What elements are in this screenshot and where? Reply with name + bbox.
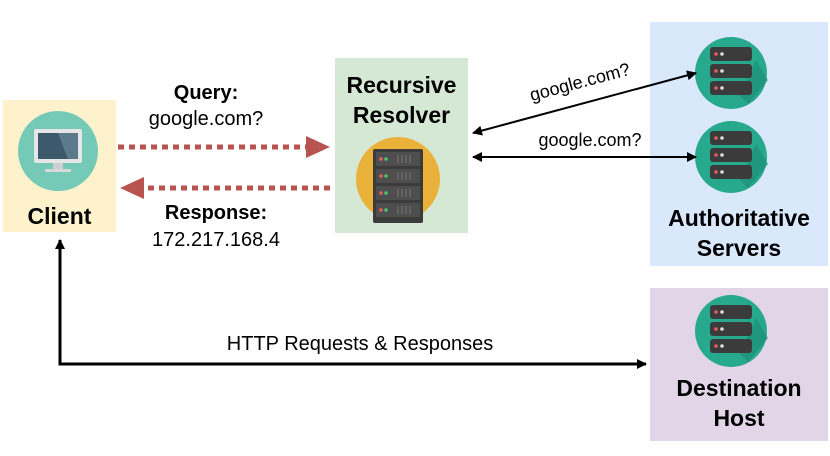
monitor-icon xyxy=(18,111,98,191)
http-arrow xyxy=(55,239,647,369)
query-value: google.com? xyxy=(148,108,264,130)
resolver-query-arrow-upper xyxy=(472,70,697,136)
response-label: Response: xyxy=(164,202,268,224)
authoritative-title-line2: Servers xyxy=(696,235,782,261)
destination-server-icon xyxy=(695,295,768,367)
resolver-title-line1: Recursive xyxy=(346,72,457,98)
resolver-query-lower-label: google.com? xyxy=(538,130,642,150)
authoritative-server-icon xyxy=(695,37,768,109)
authoritative-server-icon xyxy=(695,121,768,193)
http-label: HTTP Requests & Responses xyxy=(226,333,494,355)
resolver-server-icon xyxy=(356,137,440,223)
response-value: 172.217.168.4 xyxy=(152,229,280,251)
destination-title-line1: Destination xyxy=(676,375,802,401)
client-label: Client xyxy=(27,203,92,229)
response-arrow xyxy=(120,177,330,199)
query-label: Query: xyxy=(173,82,239,104)
destination-title-line2: Host xyxy=(713,405,765,431)
resolver-title-line2: Resolver xyxy=(352,102,451,128)
authoritative-title-line1: Authoritative xyxy=(668,205,810,231)
query-arrow xyxy=(118,136,330,158)
